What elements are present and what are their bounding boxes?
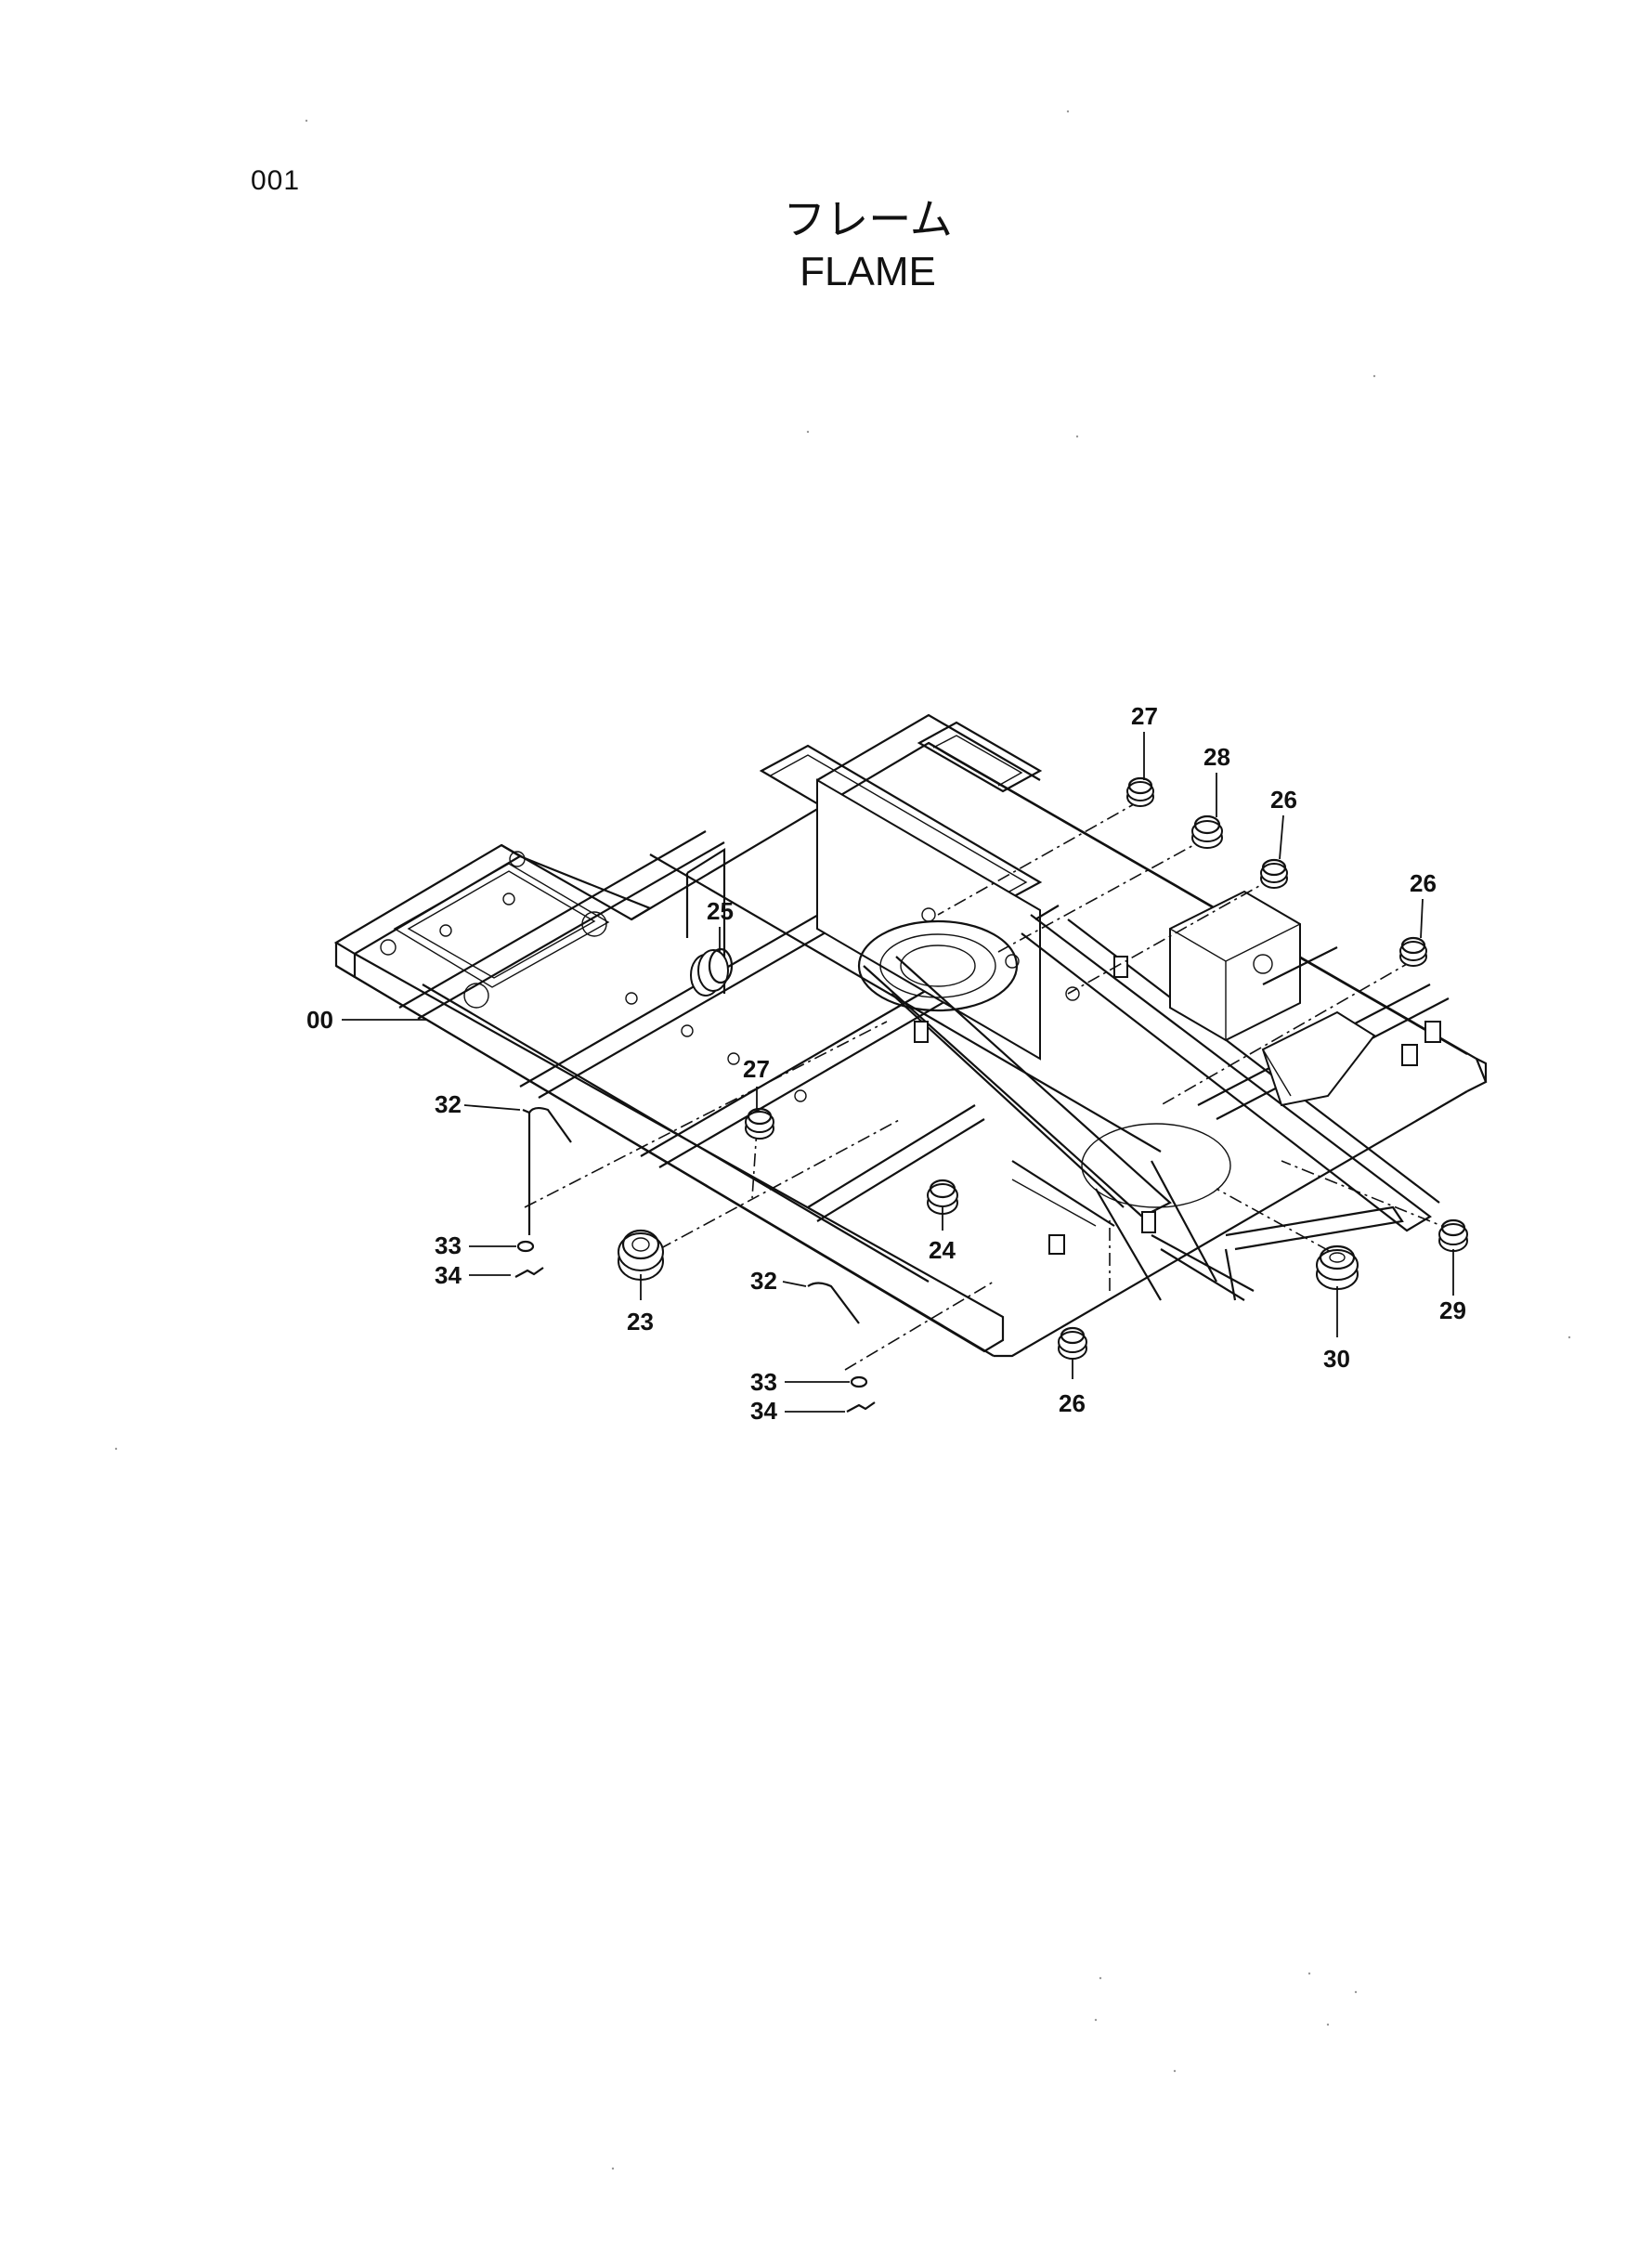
callout-34-right: 34 bbox=[750, 1397, 777, 1425]
mount-23 bbox=[618, 1229, 664, 1281]
callout-32-left: 32 bbox=[435, 1090, 462, 1118]
callout-33-right: 33 bbox=[750, 1368, 777, 1396]
mount-26-top bbox=[1260, 858, 1288, 889]
cotter-34-left bbox=[514, 1267, 544, 1278]
mount-24 bbox=[927, 1179, 958, 1215]
mount-27-mid bbox=[745, 1107, 774, 1140]
pin-32-left bbox=[522, 1106, 572, 1235]
callout-27-top: 27 bbox=[1131, 702, 1158, 730]
mount-28 bbox=[1191, 814, 1223, 849]
page-code: 001 bbox=[251, 165, 301, 196]
mount-30 bbox=[1316, 1244, 1359, 1290]
callout-26-top: 26 bbox=[1270, 786, 1297, 814]
callout-labels: 00 27 28 26 26 25 32 27 33 34 24 23 32 3… bbox=[306, 702, 1466, 1425]
callout-00: 00 bbox=[306, 1006, 333, 1034]
assembly-centerlines bbox=[524, 800, 1454, 1371]
callout-23: 23 bbox=[627, 1308, 654, 1335]
callout-33-left: 33 bbox=[435, 1231, 462, 1259]
scan-specks bbox=[114, 110, 1571, 2170]
washer-33-right bbox=[850, 1375, 868, 1388]
washer-33-left bbox=[516, 1240, 535, 1253]
cotter-34-right bbox=[846, 1401, 876, 1413]
mount-26-bottom bbox=[1058, 1326, 1087, 1360]
mount-27-top bbox=[1126, 776, 1154, 807]
callout-34-left: 34 bbox=[435, 1261, 462, 1289]
frame-assembly bbox=[333, 713, 1488, 1358]
leader-lines bbox=[342, 732, 1454, 1413]
mount-26-right bbox=[1399, 936, 1427, 967]
callout-29: 29 bbox=[1439, 1296, 1466, 1324]
mount-25 bbox=[690, 947, 734, 997]
callout-28: 28 bbox=[1203, 743, 1230, 771]
title-japanese: フレーム bbox=[783, 194, 953, 244]
callout-26-right: 26 bbox=[1410, 869, 1437, 897]
pin-32-right bbox=[807, 1282, 860, 1324]
callout-27-mid: 27 bbox=[743, 1055, 770, 1083]
callout-32-right: 32 bbox=[750, 1267, 777, 1295]
callout-25: 25 bbox=[707, 897, 734, 925]
mount-29 bbox=[1438, 1218, 1468, 1252]
title-english: FLAME bbox=[800, 249, 936, 294]
callout-26-bottom: 26 bbox=[1059, 1389, 1086, 1417]
callout-30: 30 bbox=[1323, 1345, 1350, 1373]
callout-24: 24 bbox=[929, 1236, 956, 1264]
